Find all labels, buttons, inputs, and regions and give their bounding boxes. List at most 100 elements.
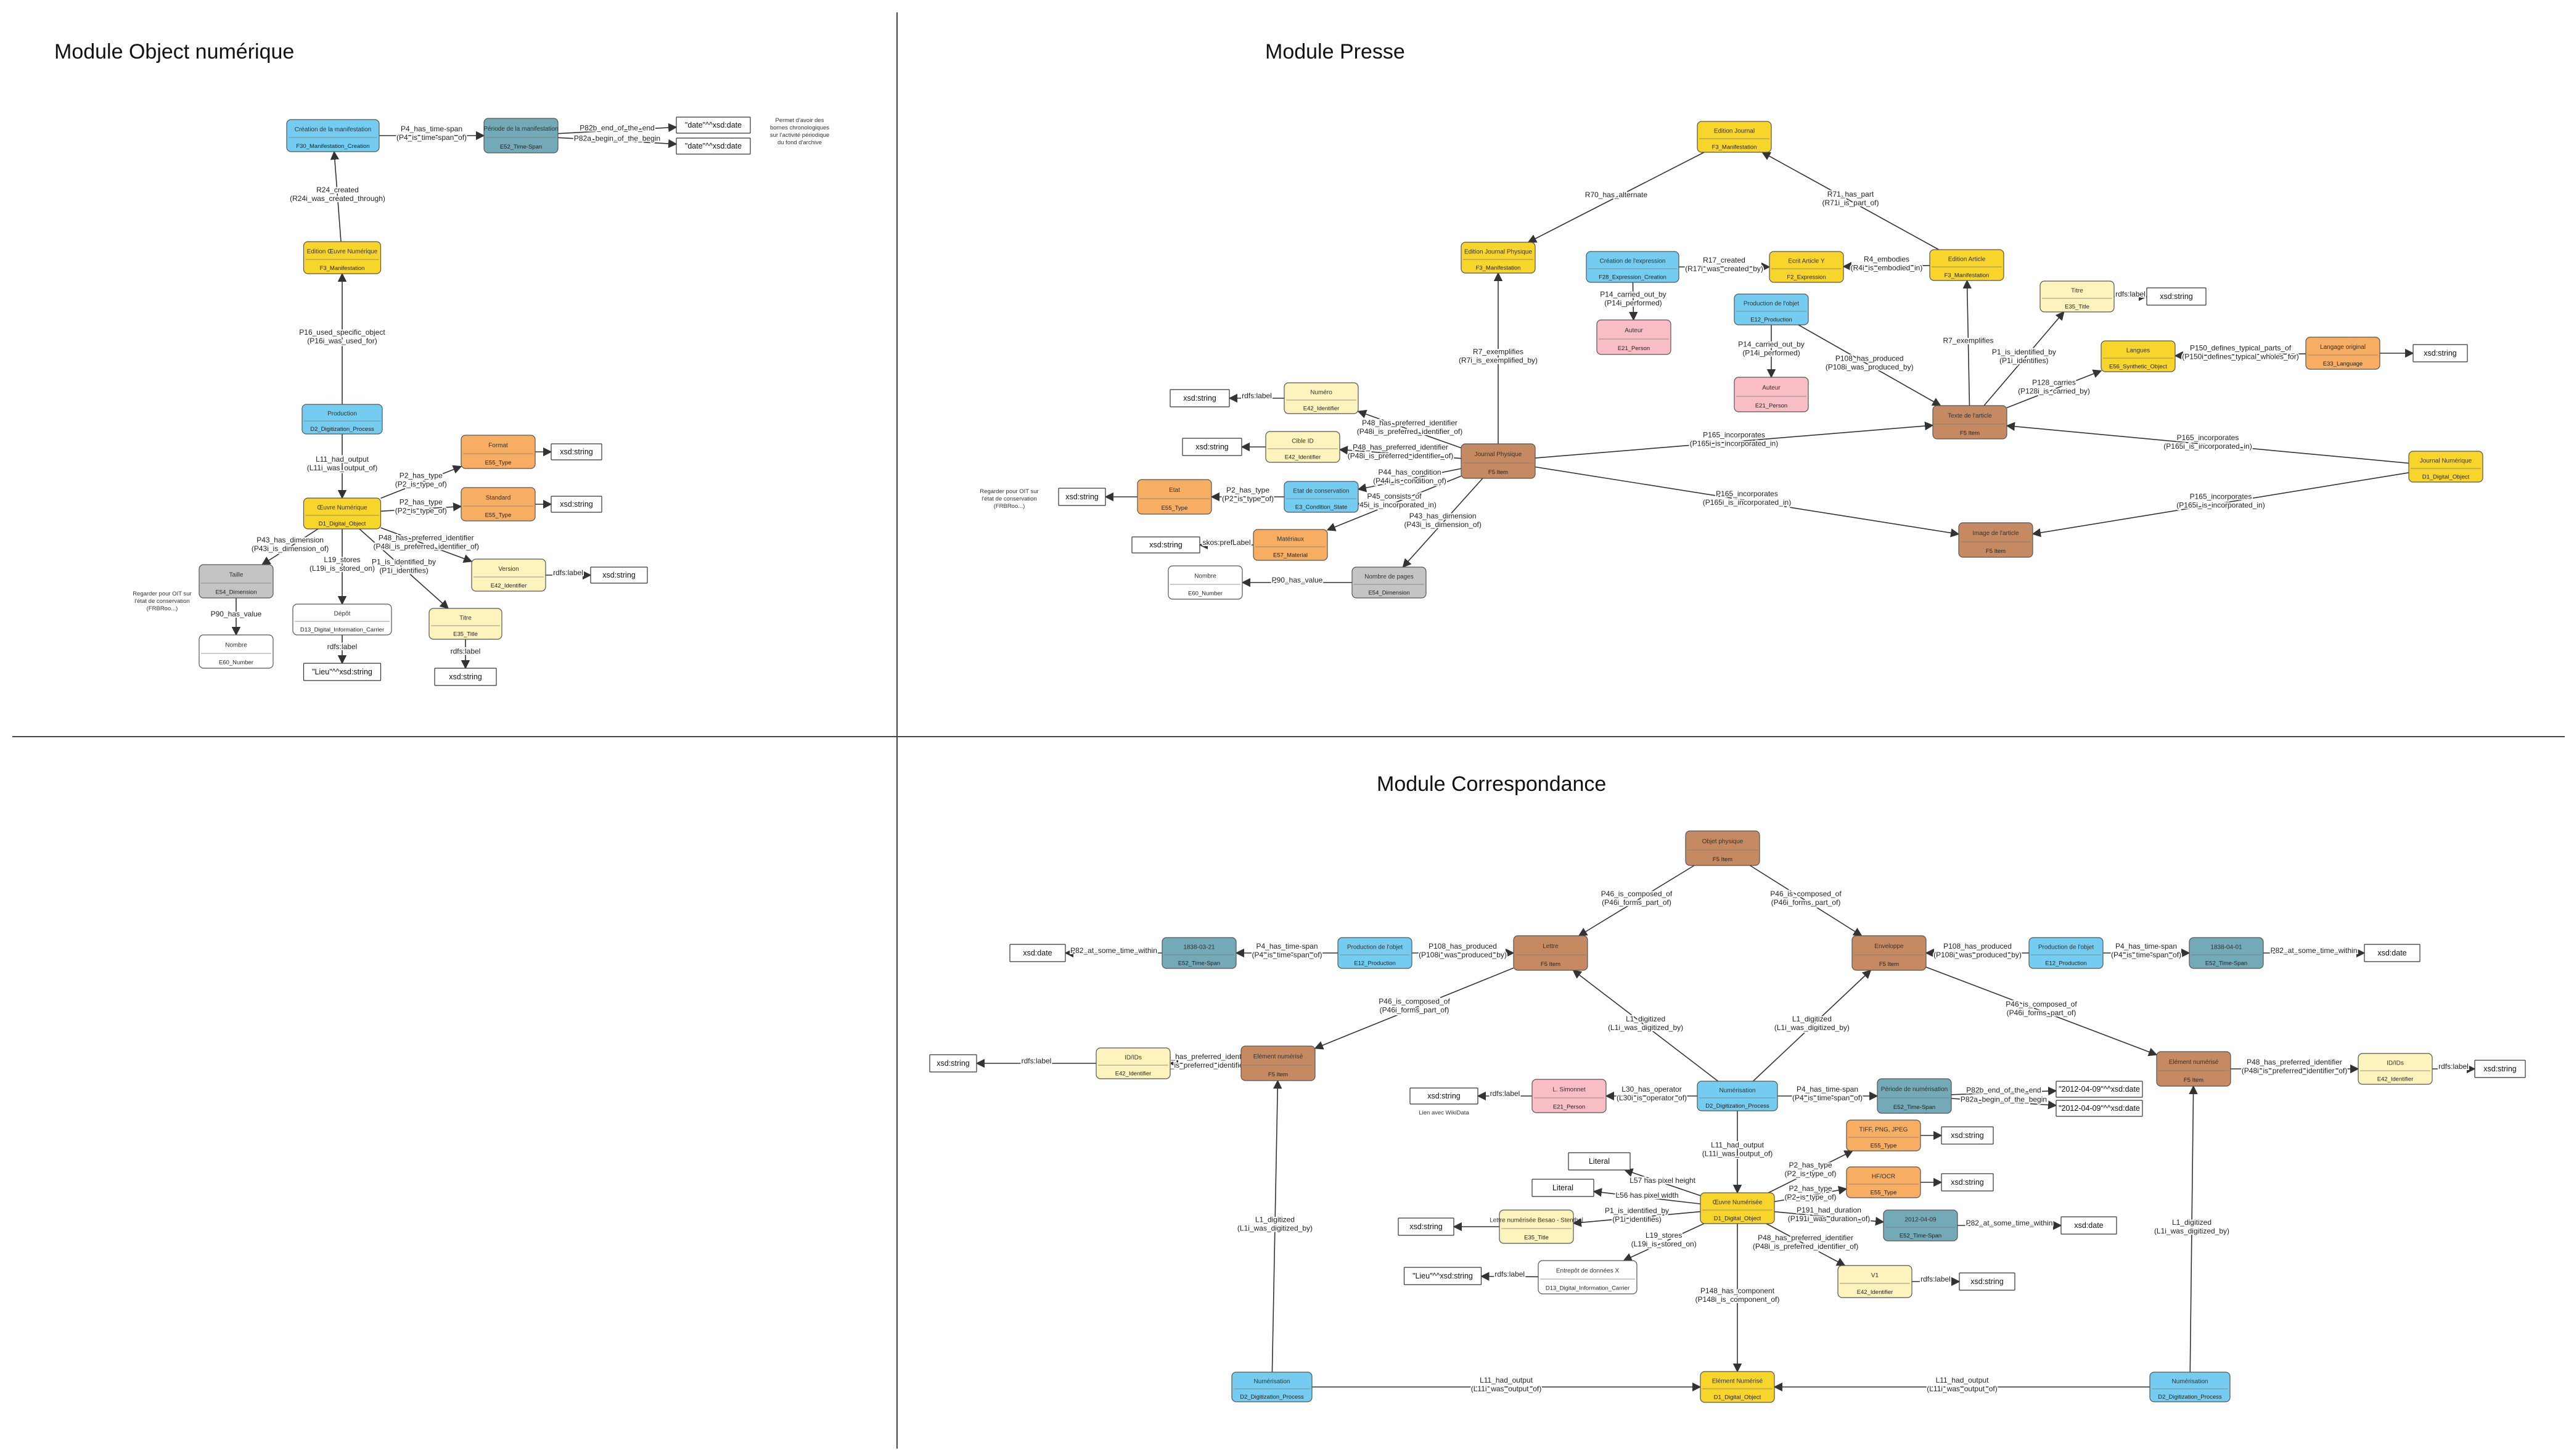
node-label: Œuvre Numérique [317,505,367,512]
edge-label: P2_has_type(P2_is_type_of) [395,497,447,515]
node-box [2358,1053,2433,1085]
node-box [1932,405,2007,440]
edge-label: L11_had_output(L11i_was_output_of) [1927,1376,1998,1393]
edge-label: P82_at_some_time_within [2271,946,2358,955]
node-label: ID/IDs [2387,1060,2404,1067]
node-box [1851,935,1927,971]
node-label: Elément Numérisé [1712,1378,1763,1385]
node-class: E57_Material [1273,552,1308,559]
node-label: Journal Numérique [2420,458,2472,465]
node-label: Lettre numérisée Besao - Stenthal [1490,1217,1583,1224]
node-class: D1_Digital_Object [1714,1394,1761,1401]
node-box [2189,937,2264,969]
node-class: E60_Number [1188,591,1223,597]
edge-label: L11_had_output(L11i_was_output_of) [307,455,378,472]
node-a19: xsd:string [434,668,497,686]
node-class: E35_Title [1524,1235,1549,1241]
node-label: Création de l'expression [1600,258,1666,265]
node-box [1596,319,1671,355]
node-p24: xsd:string [1131,536,1200,554]
node-box [301,404,383,435]
literal-label: xsd:string [1183,394,1216,403]
node-class: E52_Time-Span [2205,960,2247,967]
node-box [1959,1272,2015,1291]
edge-c30-c31 [1572,1211,1701,1227]
literal-label: xsd:string [560,448,593,456]
node-box [2305,337,2380,370]
node-label: HF/OCR [1872,1174,1895,1180]
node-label: Dépôt [334,611,351,618]
node-label: Elément numérisé [2169,1059,2219,1066]
node-box [1284,382,1359,414]
node-class: E52_Time-Span [1178,960,1220,967]
node-p15: xsd:string [1170,389,1230,407]
edge-p19-p16 [1338,446,1462,459]
node-box [2146,287,2207,306]
node-label: Image de l'article [1972,530,2019,537]
edge-a7-a18 [359,528,449,609]
edge-c16-c2 [1572,970,1719,1082]
edge-p18-p11 [2006,369,2102,409]
node-class: F5 Item [1986,548,2006,555]
edge-label: P82_at_some_time_within [1966,1219,2053,1227]
node-class: F3_Manifestation [1712,144,1757,151]
node-label: Production [327,411,357,417]
edge-label: P108_has_produced(P108i_was_produced_by) [1419,942,1507,959]
literal-label: xsd:string [937,1059,970,1068]
node-box [1461,443,1536,479]
node-class: E42_Identifier [1857,1289,1893,1296]
literal-label: xsd:string [1951,1178,1984,1187]
edge-p12-p11 [2174,351,2306,361]
node-box [1168,565,1243,600]
edge-label: R24_created(R24i_was_created_through) [290,186,385,203]
node-p13: xsd:string [2412,344,2468,362]
edge-c2-c10 [1314,967,1514,1050]
edge-p19-p22 [1357,468,1462,493]
literal-label: "Lieu"^^xsd:string [312,668,372,676]
edge-label: P48_has_preferred_identifier(P48i_is_pre… [2242,1058,2347,1075]
node-box [1461,242,1536,274]
module-objet-title: Module Object numérique [54,40,294,63]
literal-label: xsd:string [602,571,636,579]
edge-label: P48_has_preferred_identifier(P48i_is_pre… [1357,419,1462,436]
node-a9: xsd:string [551,443,602,460]
edge-label: P90_has_value [211,610,262,618]
node-p21: xsd:string [1058,488,1106,506]
literal-label: "2012-04-09"^^xsd:date [2059,1085,2140,1094]
node-box [2156,1051,2231,1087]
edge-a7-a10 [380,502,462,512]
literal-label: "Lieu"^^xsd:string [1412,1272,1473,1280]
node-c31: Lettre numérisée Besao - StenthalE35_Tit… [1490,1209,1583,1244]
node-a13: xsd:string [590,566,648,584]
node-box [1568,1152,1631,1171]
node-c6: xsd:date [1009,944,1066,962]
edge-label: P165_incorporates(P165i_is_incorporated_… [2176,493,2265,510]
node-label: Titre [2071,288,2083,295]
node-class: E42_Identifier [1285,454,1321,461]
literal-label: xsd:date [2074,1221,2103,1230]
node-label: Numérisation [1254,1378,1290,1385]
node-label: Elément numérisé [1253,1053,1303,1060]
node-label: 2012-04-09 [1904,1217,1937,1224]
edge-label: P82b_end_of_the_end [580,124,654,133]
node-label: Langage original [2320,344,2366,351]
node-label: Langues [2126,348,2150,354]
edge-label: L1_digitized(L1i_was_digitized_by) [1774,1015,1850,1032]
edge-label: P4_has_time-span(P4_is_time-span_of) [396,125,467,142]
edge-label: P165_incorporates(P165i_is_incorporated_… [1690,431,1778,448]
edge-label: L30_has_operator(L30i_is_operator_of) [1617,1085,1687,1102]
edge-label: rdfs:label [1494,1270,1525,1278]
literal-label: xsd:string [1427,1092,1461,1100]
node-box [1697,1081,1778,1111]
